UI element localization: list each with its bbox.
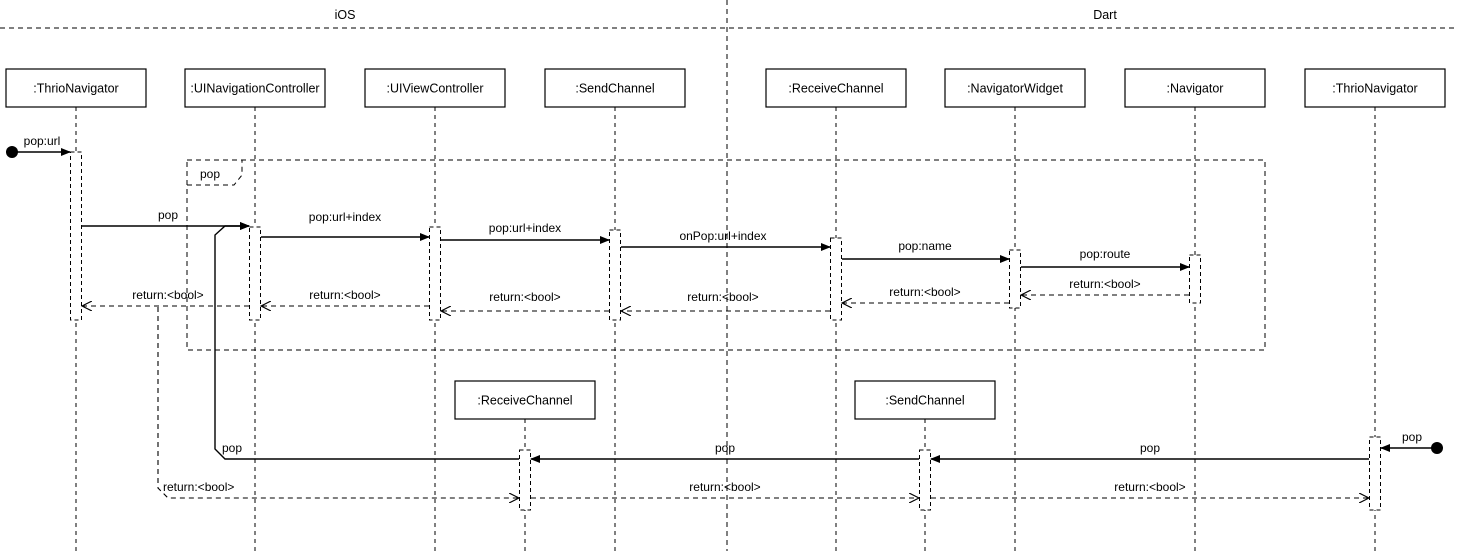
object-box-uinav[interactable]: :UINavigationController xyxy=(184,68,326,108)
routed-message-line-p-pop-return xyxy=(214,222,519,460)
routed-message-p-return-bool: return:<bool> xyxy=(157,307,519,498)
object-label-thrio_dart: :ThrioNavigator xyxy=(1332,81,1417,95)
message-layer: pop:url pop pop:url+index pop:url+index onPo… xyxy=(6,134,1443,498)
object-box-navigator[interactable]: :Navigator xyxy=(1124,68,1266,108)
activation-bar-act-sendch-dart xyxy=(919,449,931,511)
fragment-border xyxy=(186,159,1266,351)
message-label-r3: return:<bool> xyxy=(687,290,758,304)
message-label-m1: pop:url xyxy=(24,134,61,148)
object-label-uinav: :UINavigationController xyxy=(190,81,319,95)
activation-bar-act-recvch-ios xyxy=(519,449,531,511)
object-box-thrio_ios[interactable]: :ThrioNavigator xyxy=(5,68,147,108)
message-m9: pop xyxy=(930,441,1369,463)
routed-message-p-pop-return: pop xyxy=(214,222,519,460)
message-label-r6: return:<bool> xyxy=(132,288,203,302)
message-m6: pop:name xyxy=(842,239,1010,263)
message-r1: return:<bool> xyxy=(1021,277,1189,295)
message-m4: pop:url+index xyxy=(441,221,610,244)
fragment-layer: pop xyxy=(186,159,1266,351)
message-m10: pop xyxy=(530,441,919,463)
object-label-sendch_ios: :SendChannel xyxy=(575,81,654,95)
message-label-m2: pop xyxy=(158,208,178,222)
found-message-dot-m1 xyxy=(6,146,18,158)
message-label-m6: pop:name xyxy=(898,239,952,253)
message-label-m7: pop:route xyxy=(1080,247,1131,261)
activation-bar-act-navigator xyxy=(1189,254,1201,304)
message-m3: pop:url+index xyxy=(261,210,430,241)
message-r4: return:<bool> xyxy=(441,290,609,311)
message-m5: onPop:url+index xyxy=(621,229,831,251)
routed-message-label-p-pop-return: pop xyxy=(222,441,242,455)
object-label-navwidget: :NavigatorWidget xyxy=(967,81,1063,95)
message-m1: pop:url xyxy=(6,134,71,158)
object-box-uivc[interactable]: :UIViewController xyxy=(364,68,506,108)
object-box-sendch_dart[interactable]: :SendChannel xyxy=(854,380,996,420)
message-r3: return:<bool> xyxy=(621,290,830,311)
activation-bar-act-thrio-ios xyxy=(70,151,82,321)
object-box-navwidget[interactable]: :NavigatorWidget xyxy=(944,68,1086,108)
found-message-dot-m8 xyxy=(1431,442,1443,454)
message-m7: pop:route xyxy=(1021,247,1190,271)
message-label-m3: pop:url+index xyxy=(309,210,381,224)
message-r7: return:<bool> xyxy=(931,480,1369,498)
object-box-thrio_dart[interactable]: :ThrioNavigator xyxy=(1304,68,1446,108)
activation-bar-act-uivc xyxy=(429,226,441,321)
message-label-r1: return:<bool> xyxy=(1069,277,1140,291)
pop-fragment: pop xyxy=(186,159,1266,351)
message-r8: return:<bool> xyxy=(531,480,919,498)
message-label-r4: return:<bool> xyxy=(489,290,560,304)
message-label-m9: pop xyxy=(1140,441,1160,455)
fragment-name-tab xyxy=(187,160,243,186)
object-label-uivc: :UIViewController xyxy=(386,81,483,95)
object-box-sendch_ios[interactable]: :SendChannel xyxy=(544,68,686,108)
object-label-sendch_dart: :SendChannel xyxy=(885,393,964,407)
object-box-layer: :ThrioNavigator :UINavigationController :U… xyxy=(5,68,1446,420)
message-label-r7: return:<bool> xyxy=(1114,480,1185,494)
activation-bar-act-thrio-dart xyxy=(1369,436,1381,511)
message-label-m4: pop:url+index xyxy=(489,221,561,235)
object-label-thrio_ios: :ThrioNavigator xyxy=(33,81,118,95)
message-label-m5: onPop:url+index xyxy=(679,229,766,243)
message-label-r8: return:<bool> xyxy=(689,480,760,494)
object-box-recvch_dart[interactable]: :ReceiveChannel xyxy=(765,68,907,108)
message-r6: return:<bool> xyxy=(82,288,249,306)
message-m2: pop xyxy=(82,208,250,230)
object-label-recvch_dart: :ReceiveChannel xyxy=(788,81,883,95)
message-m8: pop xyxy=(1380,430,1443,454)
activation-bar-act-recvch-dart xyxy=(830,237,842,321)
message-label-r2: return:<bool> xyxy=(889,285,960,299)
message-label-r5: return:<bool> xyxy=(309,288,380,302)
message-r2: return:<bool> xyxy=(842,285,1009,303)
object-label-navigator: :Navigator xyxy=(1167,81,1224,95)
activation-bar-act-sendch-ios xyxy=(609,229,621,321)
message-r5: return:<bool> xyxy=(261,288,429,306)
activation-layer xyxy=(70,151,1381,511)
object-box-recvch_ios[interactable]: :ReceiveChannel xyxy=(454,380,596,420)
routed-message-line-p-return-bool xyxy=(157,307,519,498)
object-label-recvch_ios: :ReceiveChannel xyxy=(477,393,572,407)
fragment-label: pop xyxy=(200,167,220,181)
message-label-m8: pop xyxy=(1402,430,1422,444)
activation-bar-act-navwidget xyxy=(1009,249,1021,309)
region-label-dart: Dart xyxy=(1093,8,1117,22)
routed-message-label-p-return-bool: return:<bool> xyxy=(163,480,234,494)
region-label-ios: iOS xyxy=(335,8,356,22)
activation-bar-act-uinav xyxy=(249,226,261,321)
message-label-m10: pop xyxy=(715,441,735,455)
